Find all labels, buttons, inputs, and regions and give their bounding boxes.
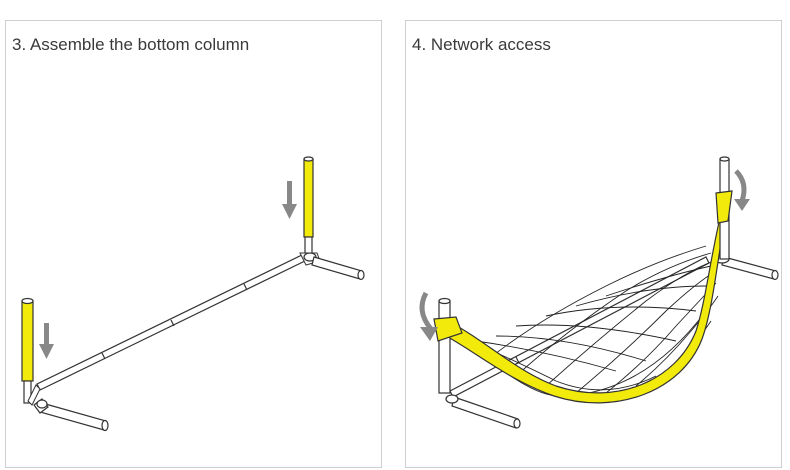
down-arrow-icon [39,323,54,359]
step-4-panel: 4. Network access [405,20,782,468]
left-foot [445,394,521,429]
curved-arrow-icon [734,169,750,211]
curved-arrow-icon [419,291,438,341]
right-post [715,156,733,260]
left-post [21,297,41,406]
left-post [433,297,463,394]
step-3-panel: 3. Assemble the bottom column [5,20,382,468]
bottom-column-illustration [21,156,365,432]
right-foot [311,256,365,281]
right-post [299,156,321,266]
network-access-illustration [419,156,779,429]
long-tube [36,252,310,391]
down-arrow-icon [282,181,297,219]
left-foot [33,398,109,432]
step-3-title: 3. Assemble the bottom column [12,35,250,54]
step-4-title: 4. Network access [412,35,551,54]
